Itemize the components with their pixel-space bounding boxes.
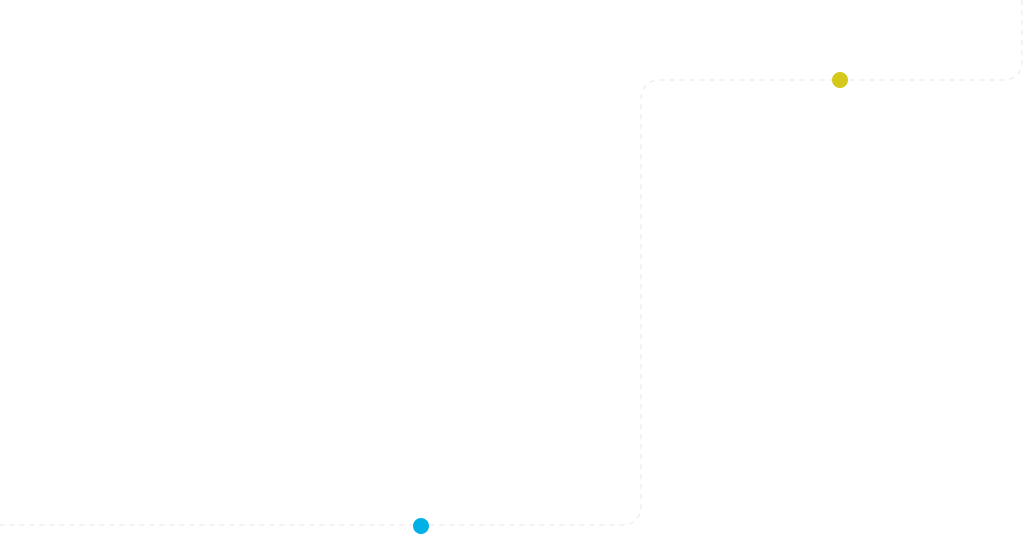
yellow-marker-dot xyxy=(832,72,848,88)
blue-marker-dot xyxy=(413,518,429,534)
